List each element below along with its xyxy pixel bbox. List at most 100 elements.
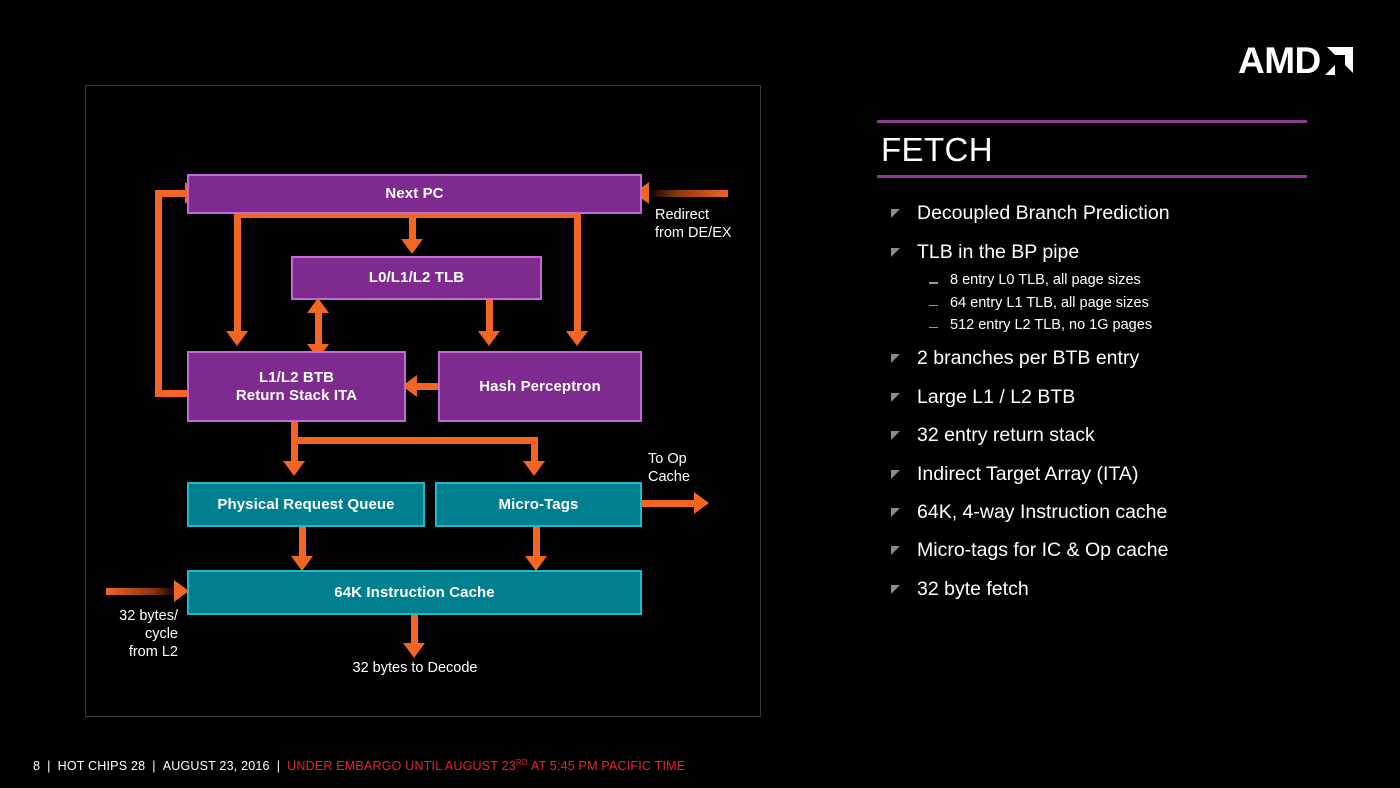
label-redirect-from-de-ex: Redirect from DE/EX	[655, 207, 732, 242]
sub-list-item: 8 entry L0 TLB, all page sizes	[877, 272, 1307, 289]
list-item: Large L1 / L2 BTB	[877, 386, 1307, 408]
block-btb-return-stack-ita[interactable]: L1/L2 BTB Return Stack ITA	[187, 351, 406, 422]
fetch-content-panel: FETCH Decoupled Branch Prediction TLB in…	[877, 120, 1307, 616]
sub-list-item: 64 entry L1 TLB, all page sizes	[877, 295, 1307, 312]
arrowhead-btb-in-top	[226, 331, 248, 346]
block-physical-request-queue[interactable]: Physical Request Queue	[187, 482, 425, 527]
block-prq-label: Physical Request Queue	[217, 495, 395, 513]
block-hash-perceptron-label: Hash Perceptron	[479, 377, 601, 395]
triangle-bullet-icon	[891, 508, 900, 517]
footer-date: AUGUST 23, 2016	[162, 759, 270, 774]
list-item: 32 entry return stack	[877, 424, 1307, 446]
connector-microtags-to-opcache	[642, 500, 698, 507]
sub-bullet-text: 8 entry L0 TLB, all page sizes	[950, 272, 1141, 289]
block-btb-label: L1/L2 BTB Return Stack ITA	[235, 368, 358, 404]
list-item: 32 byte fetch	[877, 578, 1307, 600]
connector-icache-to-decode	[411, 615, 418, 647]
triangle-bullet-icon	[891, 431, 900, 441]
connector-nextpc-to-tlb	[409, 211, 416, 243]
connector-btb-feedback-v	[155, 190, 162, 397]
arrowhead-icache-in-from-l2	[174, 580, 189, 602]
list-item: Micro-tags for IC & Op cache	[877, 539, 1307, 561]
title-rule-top	[877, 120, 1307, 123]
connector-from-l2	[106, 588, 178, 595]
block-micro-tags-label: Micro-Tags	[498, 495, 579, 513]
triangle-bullet-icon	[891, 354, 900, 364]
arrowhead-tlb-btb-up	[307, 298, 329, 313]
footer-embargo-post: AT 5:45 PM PACIFIC TIME	[527, 759, 686, 774]
block-tlb-label: L0/L1/L2 TLB	[368, 269, 465, 287]
connector-redirect-in	[648, 190, 728, 197]
amd-logo: AMD	[1238, 38, 1360, 82]
sub-bullet-text: 64 entry L1 TLB, all page sizes	[950, 294, 1149, 311]
connector-to-microtags-v	[531, 437, 538, 465]
page-title: FETCH	[881, 131, 993, 168]
block-next-pc-label: Next PC	[385, 185, 444, 203]
arrowhead-decode-out	[403, 643, 425, 658]
dash-bullet-icon	[929, 304, 938, 307]
list-item: Indirect Target Array (ITA)	[877, 463, 1307, 485]
block-tlb[interactable]: L0/L1/L2 TLB	[291, 256, 542, 300]
footer-separator: |	[152, 759, 156, 774]
connector-btb-feedback-h-bottom	[155, 390, 189, 397]
triangle-bullet-icon	[891, 584, 900, 594]
arrowhead-prq-in	[283, 461, 305, 476]
footer-event: HOT CHIPS 28	[57, 759, 146, 774]
sub-bullet-text: 512 entry L2 TLB, no 1G pages	[950, 316, 1153, 333]
arrowhead-microtags-in	[523, 461, 545, 476]
connector-nextpc-to-hash-h	[409, 211, 581, 218]
bullet-text: Large L1 / L2 BTB	[917, 385, 1076, 408]
footer-embargo-notice: UNDER EMBARGO UNTIL AUGUST 23RD AT 5:45 …	[287, 758, 685, 773]
bullet-list: Decoupled Branch Prediction TLB in the B…	[877, 202, 1307, 600]
triangle-bullet-icon	[891, 209, 900, 219]
footer-embargo-pre: UNDER EMBARGO UNTIL AUGUST 23	[287, 759, 516, 774]
label-32-bytes-cycle-from-l2: 32 bytes/ cycle from L2	[119, 608, 178, 661]
connector-nextpc-branch-v	[234, 211, 241, 336]
list-item: 2 branches per BTB entry	[877, 347, 1307, 369]
sub-list-item: 512 entry L2 TLB, no 1G pages	[877, 317, 1307, 334]
footer-separator: |	[47, 759, 51, 774]
sub-bullet-list: 8 entry L0 TLB, all page sizes 64 entry …	[877, 272, 1307, 334]
connector-to-prq-v	[291, 437, 298, 465]
triangle-bullet-icon	[891, 247, 900, 257]
bullet-text: TLB in the BP pipe	[917, 240, 1080, 263]
dash-bullet-icon	[929, 326, 938, 329]
connector-microtags-to-icache	[533, 527, 540, 560]
bullet-text: Indirect Target Array (ITA)	[917, 462, 1139, 485]
block-next-pc[interactable]: Next PC	[187, 174, 642, 214]
fetch-block-diagram: Next PC L0/L1/L2 TLB L1/L2 BTB Return St…	[85, 85, 761, 717]
amd-wordmark: AMD	[1238, 39, 1321, 81]
footer-separator: |	[276, 759, 281, 774]
connector-tlb-btb-bidir	[315, 308, 322, 352]
dash-bullet-icon	[929, 282, 938, 284]
block-instruction-cache[interactable]: 64K Instruction Cache	[187, 570, 642, 615]
connector-nextpc-to-hash-v	[574, 211, 581, 336]
connector-hash-to-btb	[416, 383, 441, 390]
title-rule-bottom	[877, 175, 1307, 179]
connector-tlb-to-hash-v	[486, 299, 493, 339]
arrowhead-icache-in-left	[291, 556, 313, 571]
connector-btb-split-h	[291, 437, 538, 444]
connector-btb-out-v	[291, 421, 298, 443]
list-item: Decoupled Branch Prediction	[877, 202, 1307, 224]
block-hash-perceptron[interactable]: Hash Perceptron	[438, 351, 642, 422]
triangle-bullet-icon	[891, 546, 900, 556]
triangle-bullet-icon	[891, 392, 900, 402]
connector-btb-feedback-h-top	[155, 190, 187, 197]
label-32-bytes-to-decode: 32 bytes to Decode	[352, 660, 478, 676]
bullet-text: 64K, 4-way Instruction cache	[917, 501, 1168, 523]
label-to-op-cache: To Op Cache	[648, 451, 690, 486]
list-item: 64K, 4-way Instruction cache	[877, 501, 1307, 523]
arrowhead-hash-in-left	[478, 331, 500, 346]
triangle-bullet-icon	[891, 469, 900, 479]
footer-embargo-ordinal: RD	[515, 758, 528, 767]
amd-arrow-mark-icon	[1323, 46, 1353, 77]
block-instruction-cache-label: 64K Instruction Cache	[334, 583, 495, 601]
slide-footer: 8 | HOT CHIPS 28 | AUGUST 23, 2016 | UND…	[33, 758, 685, 773]
connector-nextpc-branch-h	[234, 211, 416, 218]
list-item: TLB in the BP pipe	[877, 241, 1307, 263]
arrowhead-tlb-in	[401, 239, 423, 254]
block-micro-tags[interactable]: Micro-Tags	[435, 482, 642, 527]
bullet-text: 32 byte fetch	[917, 577, 1029, 600]
arrowhead-hash-in-right	[566, 331, 588, 346]
